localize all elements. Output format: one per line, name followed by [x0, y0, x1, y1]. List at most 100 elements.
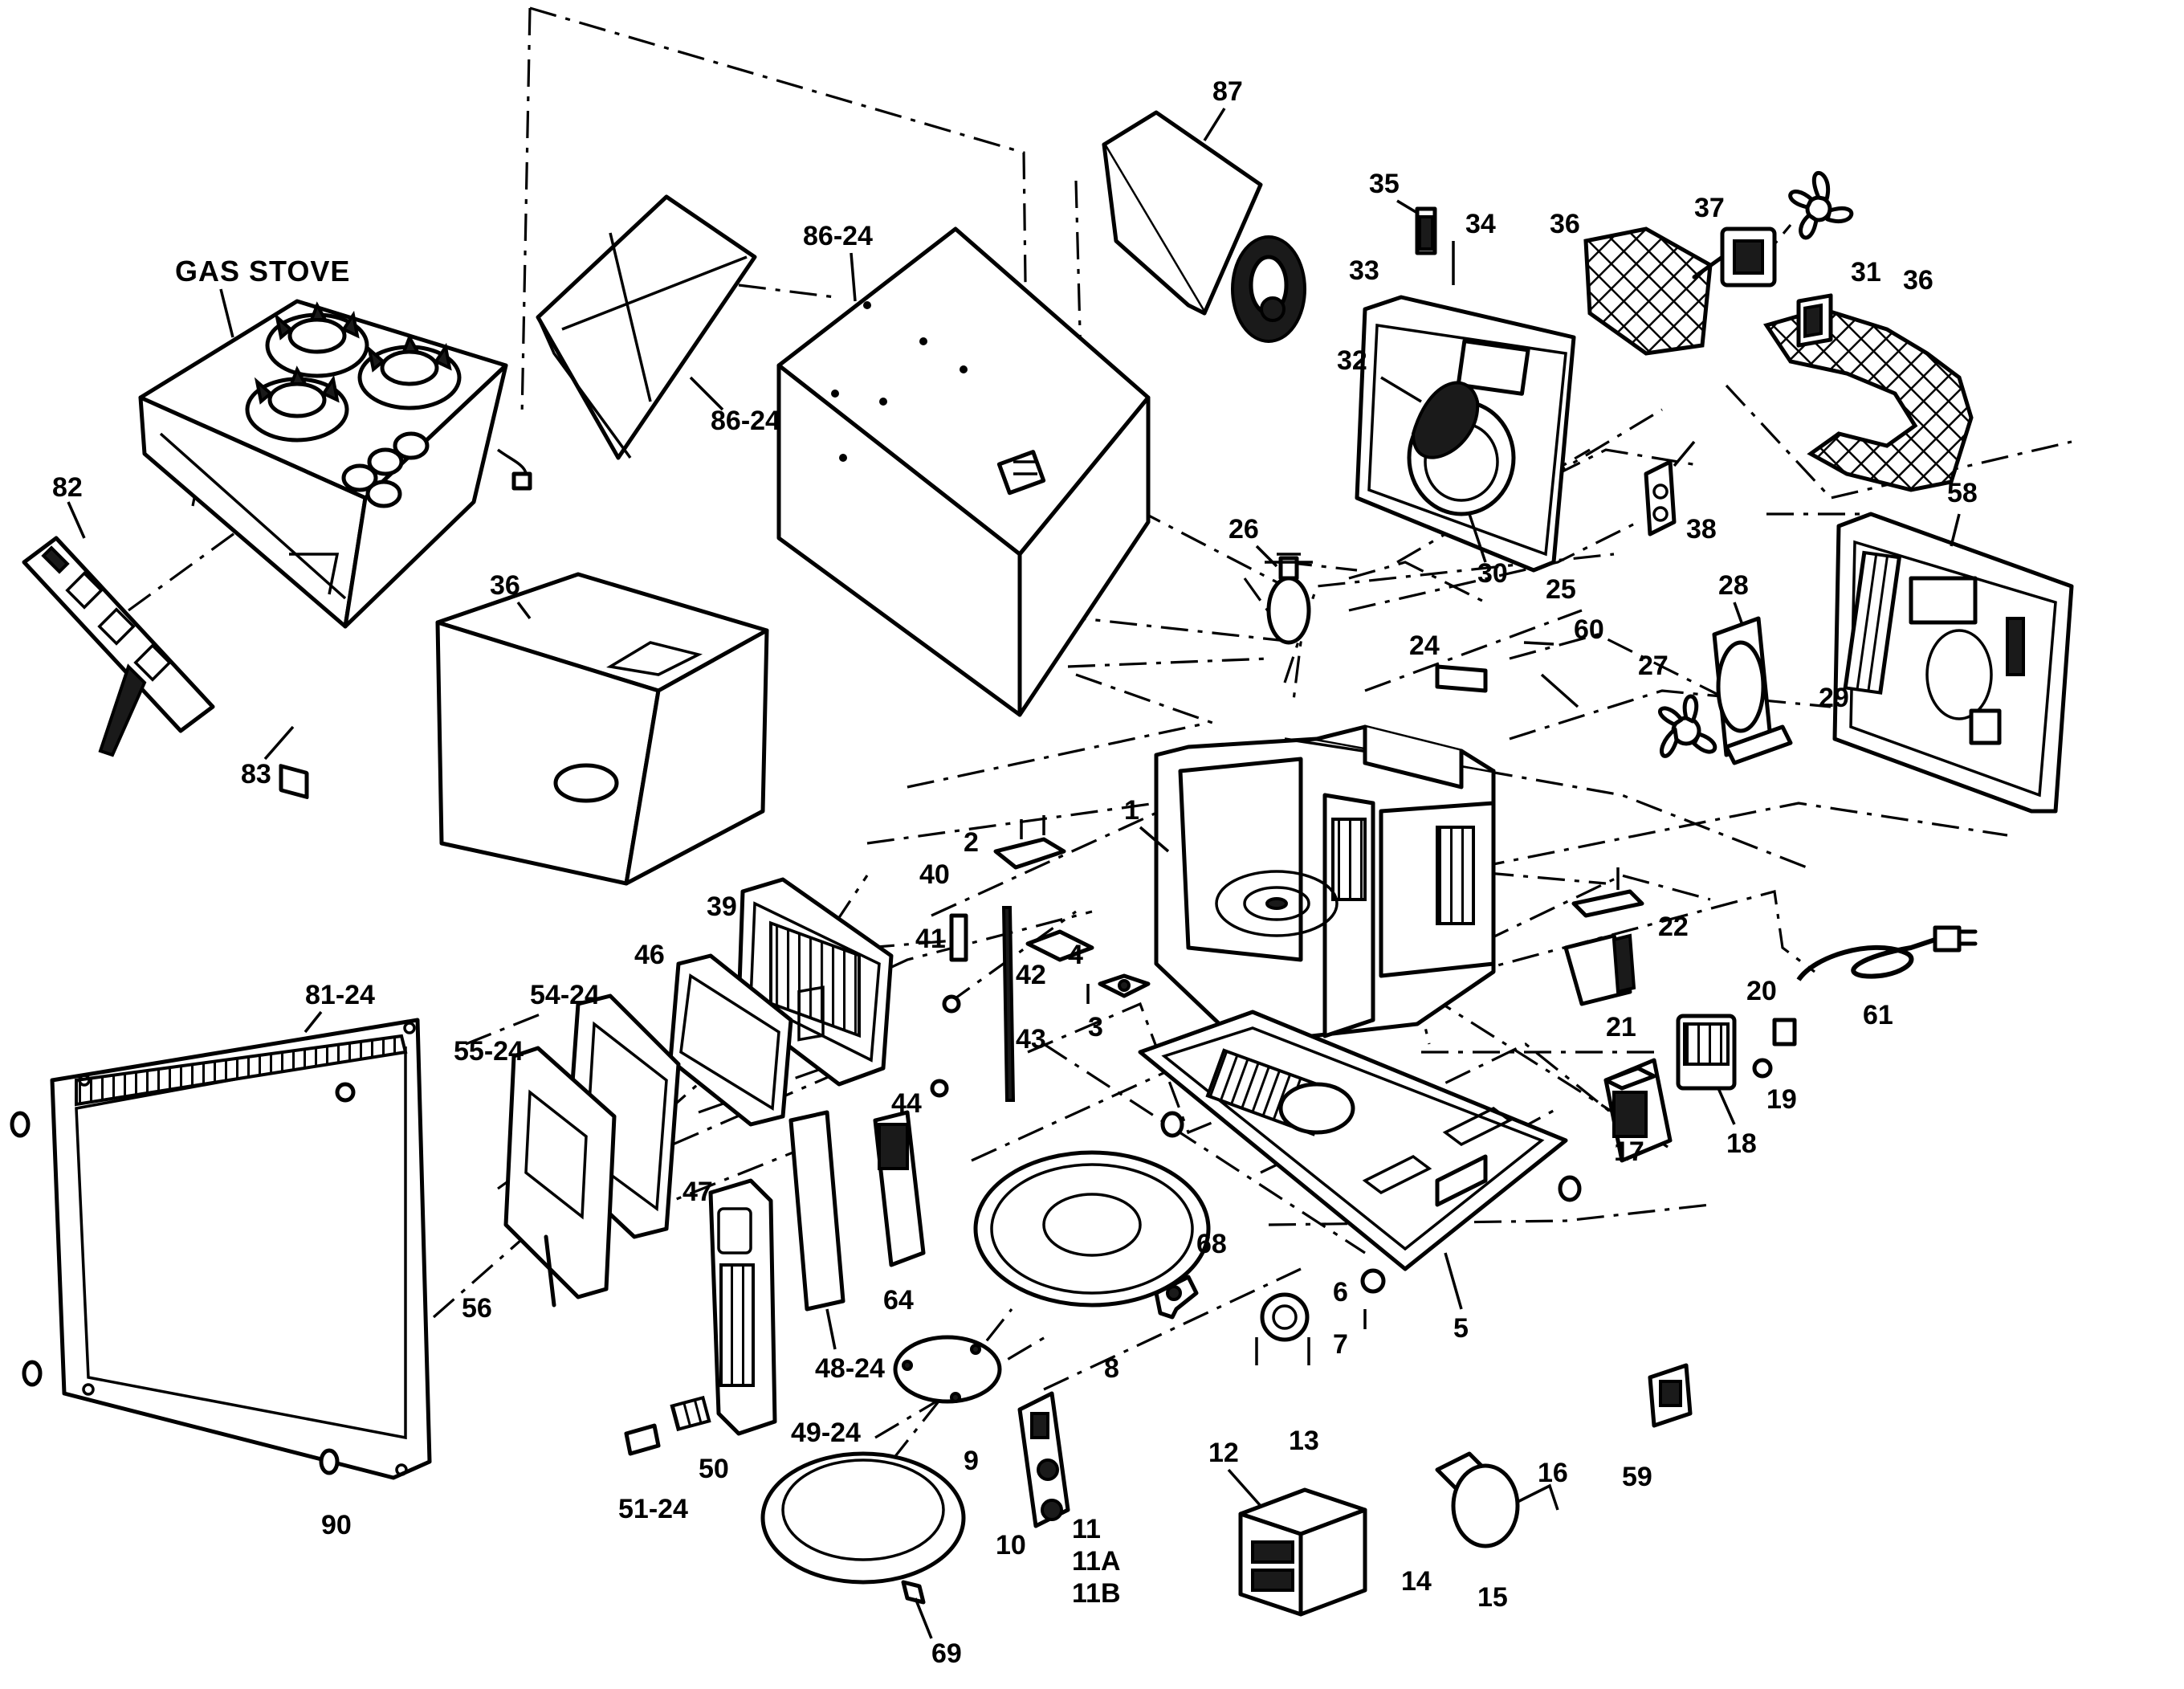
callout-32: 32: [1337, 345, 1367, 376]
parts-24-25-60: 25 24 60: [1409, 574, 1604, 708]
door-gasket-46: 46: [634, 940, 793, 1127]
part-35-34: 35 34: [1369, 169, 1496, 285]
callout-81-24: 81-24: [305, 980, 375, 1010]
burner-2: [357, 333, 462, 410]
callout-60: 60: [1574, 614, 1604, 645]
callout-15: 15: [1477, 1582, 1508, 1613]
callout-18: 18: [1726, 1128, 1757, 1159]
part-29: 29: [1796, 293, 1849, 713]
callout-42: 42: [1016, 960, 1046, 990]
callout-3: 3: [1088, 1012, 1103, 1042]
callout-11: 11: [1072, 1514, 1101, 1544]
callout-43: 43: [1016, 1024, 1046, 1055]
callout-16: 16: [1538, 1458, 1568, 1488]
callout-1: 1: [1124, 795, 1139, 826]
callout-46: 46: [634, 940, 665, 970]
parts-2-3-4: 2 4 3: [964, 815, 1151, 1042]
callout-24: 24: [1409, 630, 1440, 661]
callout-51-24: 51-24: [618, 1494, 688, 1524]
burner-3: [245, 365, 349, 443]
parts-6-7: 6 7: [1333, 1268, 1386, 1360]
callout-36-right: 36: [1903, 265, 1933, 296]
mesh-filter-36-upper: 36: [1550, 209, 1713, 356]
callout-7: 7: [1333, 1329, 1348, 1360]
callout-21: 21: [1606, 1012, 1636, 1042]
callout-26: 26: [1228, 514, 1259, 545]
lamp-26: 26: [1228, 514, 1313, 645]
parts-21-22: 22 21: [1563, 867, 1689, 1042]
part-83: 83: [241, 725, 309, 799]
callout-11b: 11B: [1072, 1578, 1121, 1609]
callout-20: 20: [1746, 976, 1777, 1006]
callout-5: 5: [1453, 1313, 1469, 1344]
callout-10: 10: [996, 1530, 1026, 1560]
power-cord-61: 61: [1796, 925, 1978, 1030]
motor-cover-87: 87: [1102, 76, 1306, 343]
transformer-12: 12: [1208, 1438, 1367, 1617]
callout-39: 39: [707, 891, 737, 922]
cover-plate-86-b: 86-24: [776, 221, 1151, 717]
callout-25: 25: [1546, 574, 1576, 605]
callout-34: 34: [1465, 209, 1496, 239]
callout-48-24: 48-24: [815, 1353, 885, 1384]
turntable-8: 8: [973, 1150, 1211, 1384]
part-59: 59: [1622, 1363, 1693, 1492]
callout-36-upper: 36: [1550, 209, 1580, 239]
control-board-64: 64: [873, 1110, 926, 1316]
callout-19: 19: [1766, 1084, 1797, 1115]
callout-37: 37: [1694, 193, 1725, 223]
callout-86-24-a: 86-24: [711, 406, 780, 436]
callout-54-24: 54-24: [530, 980, 600, 1010]
callout-40: 40: [919, 859, 950, 890]
fan-motor-37: 37: [1692, 193, 1777, 288]
callout-83: 83: [241, 759, 271, 789]
gas-stove-label: GAS STOVE: [175, 255, 350, 288]
control-board-48: 48-24: [788, 985, 885, 1384]
callout-68: 68: [1196, 1229, 1227, 1259]
callout-27: 27: [1638, 651, 1669, 681]
callout-31: 31: [1851, 257, 1881, 288]
callout-69: 69: [931, 1638, 962, 1669]
callout-55-24: 55-24: [454, 1036, 524, 1067]
stove-knobs: [341, 431, 430, 508]
callout-36-left: 36: [490, 570, 520, 601]
callout-2: 2: [964, 827, 979, 858]
feet: [1160, 1111, 1582, 1202]
callout-50: 50: [699, 1454, 729, 1484]
callout-6: 6: [1333, 1277, 1348, 1308]
callout-30: 30: [1477, 558, 1508, 589]
control-pad-49: 49-24: [708, 1178, 861, 1448]
callout-38: 38: [1686, 514, 1717, 545]
callout-8: 8: [1104, 1353, 1119, 1384]
callout-82: 82: [52, 472, 83, 503]
fan-motor-28: 28: [1712, 570, 1793, 765]
callout-13: 13: [1289, 1426, 1319, 1456]
callout-14: 14: [1401, 1566, 1432, 1597]
magnetron-18: 17 18 19 20: [1603, 976, 1797, 1167]
callout-58: 58: [1947, 478, 1978, 508]
callout-22: 22: [1658, 912, 1689, 942]
burner-1: [265, 301, 369, 378]
control-housing-58: 58: [1832, 478, 2074, 814]
motor-13: 13: [1255, 1292, 1319, 1456]
coupler-68: 68: [1154, 1229, 1227, 1320]
main-cavity-1: 1: [1124, 724, 1496, 1046]
callout-33: 33: [1349, 255, 1379, 286]
callout-41: 41: [915, 924, 946, 954]
base-plate-5: 5: [1138, 1010, 1568, 1344]
callout-64: 64: [883, 1285, 914, 1316]
door-window-55: 55-24 47 56: [454, 1036, 713, 1324]
cavity-cover-36: 36: [435, 570, 769, 886]
front-frame-81: 81-24: [50, 980, 432, 1480]
turntable-support-69: 69: [760, 1451, 966, 1669]
callout-35: 35: [1369, 169, 1400, 199]
callout-61: 61: [1863, 1000, 1893, 1030]
callout-47: 47: [682, 1177, 713, 1207]
callout-86-24-b: 86-24: [803, 221, 873, 251]
callout-56: 56: [462, 1293, 492, 1324]
mesh-filter-36-right: 36: [1763, 265, 1974, 492]
callout-59: 59: [1622, 1462, 1652, 1492]
bracket-38: 38: [1644, 440, 1717, 545]
callout-49-24: 49-24: [791, 1418, 861, 1448]
